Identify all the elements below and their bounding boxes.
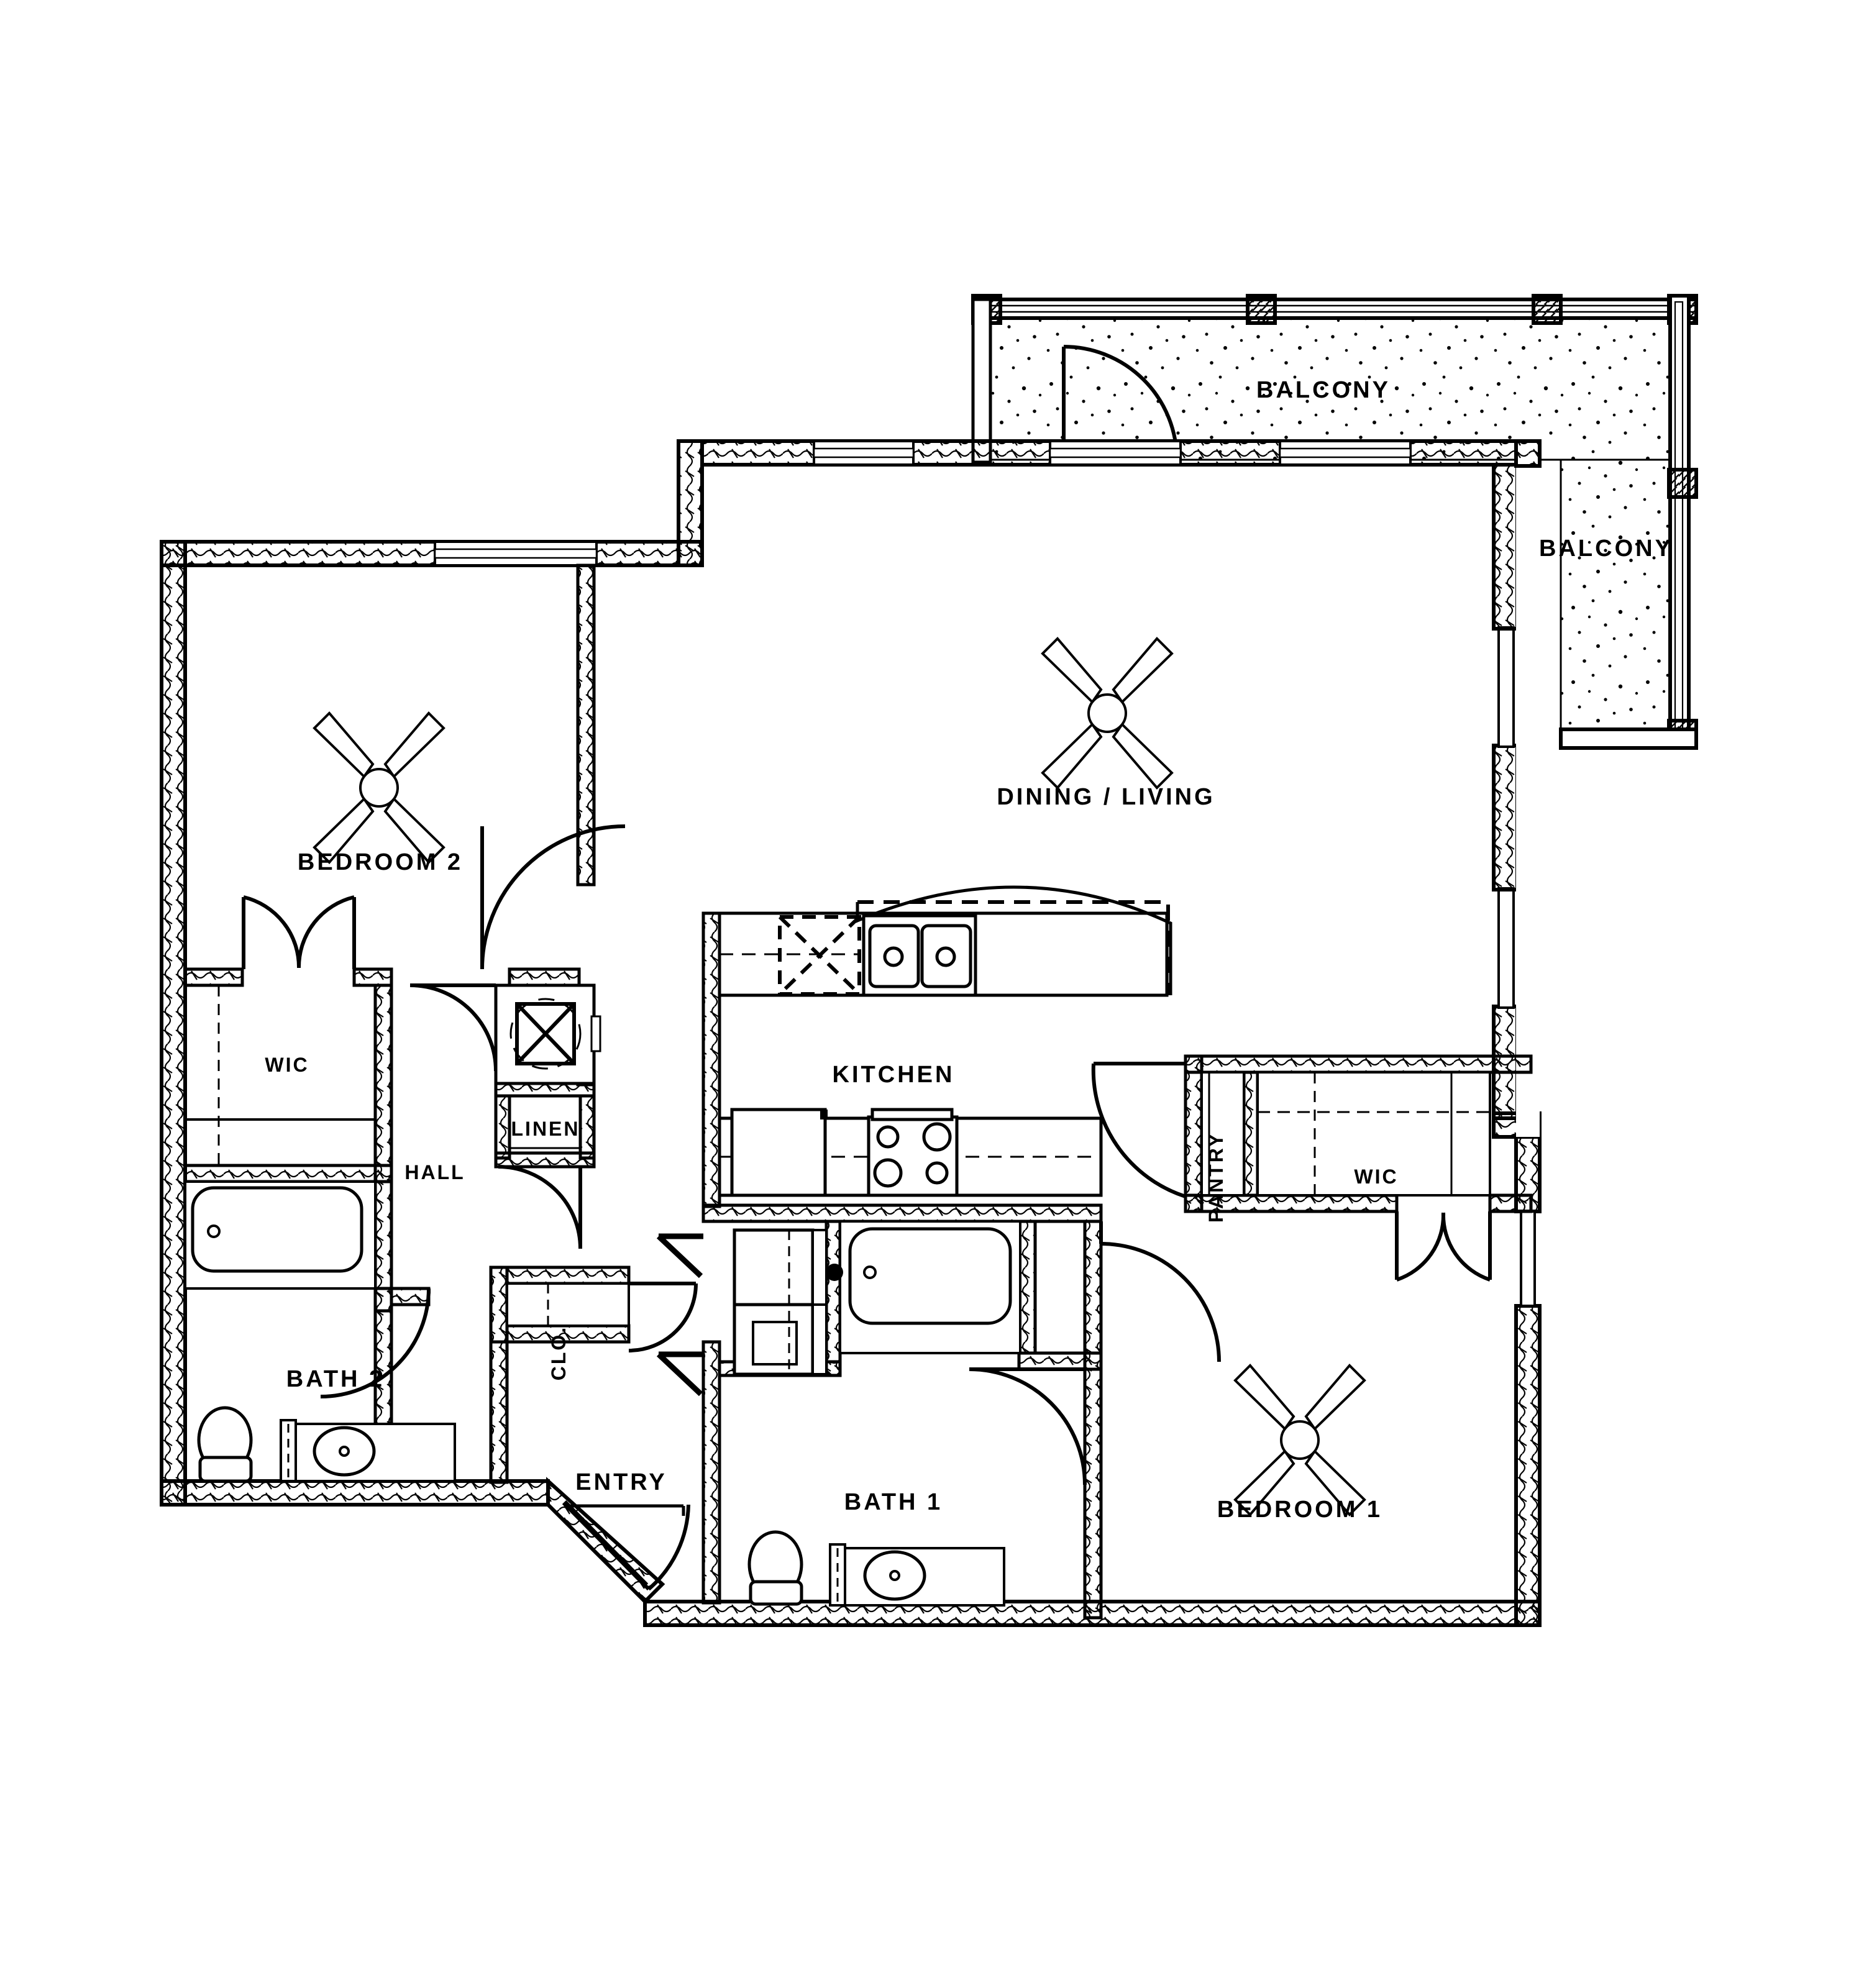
room-label-linen: LINEN — [511, 1118, 580, 1140]
room-label-bedroom-1: BEDROOM 1 — [1217, 1497, 1382, 1523]
ceiling-fan-bedroom2 — [313, 711, 445, 864]
balcony-right-area — [1559, 294, 1698, 750]
room-label-dining-living: DINING / LIVING — [997, 784, 1215, 810]
room-label-hall: HALL — [404, 1161, 465, 1183]
room-label-clo: CLO. — [547, 1326, 570, 1380]
closet-shelving — [494, 983, 1491, 1327]
room-label-bedroom-2: BEDROOM 2 — [298, 849, 463, 875]
room-label-wic-bedroom1: WIC — [1354, 1165, 1398, 1188]
bath2-fixtures — [184, 985, 456, 1483]
room-label-bath-1: BATH 1 — [844, 1489, 943, 1515]
doors — [242, 824, 1492, 1591]
kitchen-fixtures — [718, 885, 1172, 1197]
room-label-bath-2: BATH 2 — [286, 1366, 385, 1392]
room-label-entry: ENTRY — [575, 1469, 667, 1495]
exterior-walls — [160, 439, 1542, 1627]
room-label-pantry: PANTRY — [1205, 1132, 1227, 1223]
room-label-kitchen: KITCHEN — [833, 1062, 955, 1088]
bath1-fixtures — [656, 1220, 1021, 1607]
room-label-balcony-right: BALCONY — [1539, 536, 1673, 562]
room-label-wic-bedroom2: WIC — [265, 1054, 309, 1076]
ceiling-fan-bedroom1 — [1233, 1364, 1366, 1516]
ceiling-fan-dining-living — [1041, 637, 1174, 790]
room-label-balcony-top: BALCONY — [1256, 377, 1391, 403]
balcony-top-area — [971, 294, 1698, 464]
